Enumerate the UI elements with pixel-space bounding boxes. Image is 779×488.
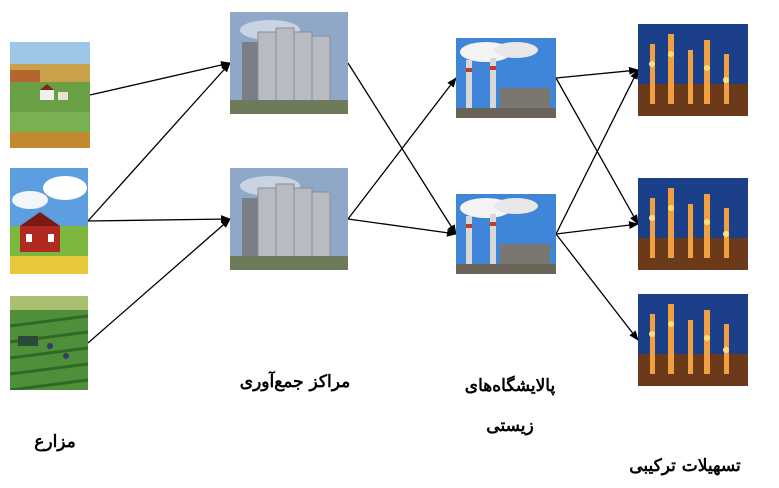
- flow-arrow-refinery-2-to-plant-2: [555, 221, 639, 235]
- red-barn-farm-image: [10, 168, 88, 274]
- flow-arrow-silo-2-to-refinery-1: [347, 77, 457, 220]
- flow-arrow-farm-3-to-silo-2: [87, 218, 231, 344]
- grain-silo-image: [230, 168, 348, 270]
- flow-arrow-farm-2-to-silo-1: [87, 62, 231, 222]
- flow-arrow-farm-1-to-silo-1: [89, 61, 231, 96]
- biorefineries-label-line2: زیستی: [486, 416, 534, 436]
- night-industrial-plant-image: [638, 24, 748, 116]
- combined-facilities-label: تسهیلات ترکیبی: [629, 456, 741, 476]
- refinery-smokestacks-image: [456, 194, 556, 274]
- farm-landscape-image: [10, 42, 90, 148]
- crop-field-workers-image: [10, 296, 88, 390]
- flow-arrow-silo-2-to-refinery-2: [347, 218, 457, 237]
- flow-arrow-refinery-1-to-plant-1: [555, 66, 639, 79]
- night-industrial-plant-image: [638, 178, 748, 270]
- grain-silo-image: [230, 12, 348, 114]
- flow-arrow-refinery-2-to-plant-3: [555, 233, 639, 341]
- farms-label: مزارع: [34, 432, 76, 452]
- flow-arrow-farm-2-to-silo-2: [87, 215, 231, 224]
- biorefineries-label-line1: پالایشگاه‌های: [464, 376, 556, 396]
- refinery-smokestacks-image: [456, 38, 556, 118]
- flow-arrow-refinery-1-to-plant-2: [555, 77, 639, 225]
- night-industrial-plant-image: [638, 294, 748, 386]
- collection-centers-label: مراکز جمع‌آوری: [239, 372, 351, 392]
